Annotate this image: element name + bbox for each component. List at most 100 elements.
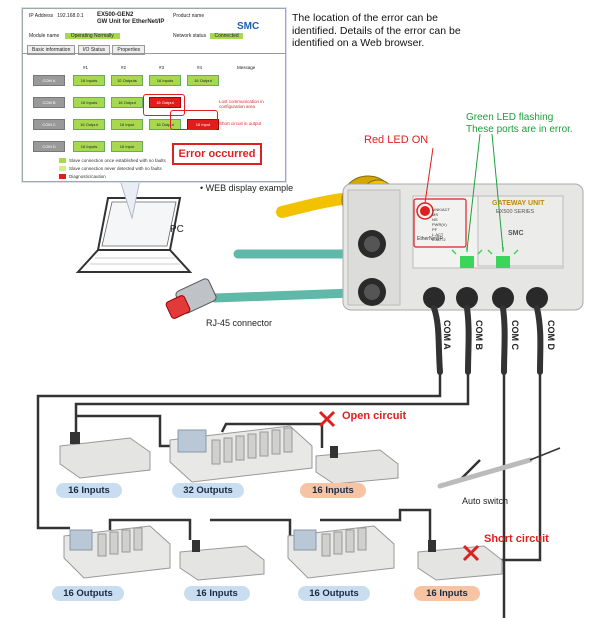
auto-switch-label: Auto switch [462,496,509,506]
module-name-value: Operating Normally [64,33,120,39]
status-cell: 16 Output [187,75,219,86]
status-cell: 16 Output [73,119,105,130]
laptop-icon [75,197,193,273]
status-cell: 16 Inputs [73,75,105,86]
led-label: PF [432,227,438,232]
green-led-pointer [466,133,481,251]
short-circuit-label: Short circuit [484,533,549,545]
led-label: NS [432,217,438,222]
com-label: COM B [33,97,65,108]
product-name: Product name [173,13,205,19]
module-badge-error: 16 Inputs [300,483,366,498]
red-led-highlight [413,198,467,248]
legend-text: Slave connection never detected with no … [69,166,162,171]
status-cell: 16 Inputs [149,75,181,86]
error-message: Short circuit in output [219,121,262,126]
com-label: COM C [33,119,65,130]
legend-item: Slave connection once established with n… [59,158,166,164]
gateway-logo: SMC [508,230,524,237]
smc-logo: SMC [237,21,260,32]
column-header: #1 [83,65,89,70]
ip-address: IP Address 192.168.0.1 [29,13,84,19]
led-label: L.ACT [432,232,444,237]
module-16-inputs-2 [179,540,265,581]
status-cell: 32 Outputs [111,75,143,86]
error-highlight [143,94,185,116]
module-16-inputs-open [315,446,399,485]
module-name-row: Module name Operating Normally [29,33,120,39]
module-name-label: Module name [29,33,60,39]
green-led-label: Green LED flashing These ports are in er… [466,112,573,136]
legend-item: Diagnostic/caution [59,174,106,180]
led-label-list: LINK/ACT MS NS PWR(V) PF L.ACT L.ACT2 [432,207,450,242]
tab-io-status[interactable]: I/O Status [77,45,110,55]
led-label: L.ACT2 [432,237,446,242]
module-badge: 32 Outputs [172,483,244,498]
module-badge: 16 Inputs [56,483,122,498]
network-wires [36,372,542,618]
module-16-outputs-1 [63,525,171,579]
column-header: #2 [121,65,127,70]
red-led-label: Red LED ON [364,134,429,146]
rj45-label: RJ-45 connector [206,318,273,328]
green-led-label-line2: These ports are in error. [466,124,573,135]
description-text: The location of the error can be identif… [292,12,461,49]
auto-switch-icon [437,447,561,489]
legend-item: Slave connection never detected with no … [59,166,162,172]
message-header: Message [237,65,256,70]
status-cell-error: 16 Output [149,97,181,108]
pc-label: PC [170,224,184,235]
open-circuit-label: Open circuit [342,410,407,422]
legend-text: Diagnostic/caution [69,174,106,179]
web-caption: • WEB display example [200,183,294,193]
led-label: LINK/ACT [432,207,451,212]
module-badge: 16 Outputs [298,586,370,601]
red-led [420,206,430,216]
com-port-label: COM C [510,320,520,350]
error-message: Lost communication in configuration area [219,99,264,109]
status-cell: 16 Input [111,119,143,130]
ip-value: 192.168.0.1 [57,13,84,19]
module-16-outputs-2 [287,525,395,579]
com-port-label: COM A [442,320,452,350]
short-circuit-x-icon [462,544,480,562]
column-header: #4 [197,65,203,70]
network-status-label: Network status [173,33,207,39]
led-label: PWR(V) [432,222,447,227]
module-16-inputs-1 [59,432,151,479]
legend-text: Slave connection once established with n… [69,158,166,163]
led-label: MS [432,212,438,217]
green-led-label-line1: Green LED flashing [466,112,554,123]
column-header: #3 [159,65,165,70]
web-tabs: Basic information I/O Status Properties [27,45,146,55]
com-label: COM A [33,75,65,86]
network-status-row: Network status Connected [173,33,243,39]
tab-basic-information[interactable]: Basic information [27,45,76,55]
gateway-title: GATEWAY UNIT [492,200,545,207]
com-port-label: COM D [546,320,556,350]
page-title: EX500-GEN2 GW Unit for EtherNet/IP [97,12,164,26]
status-cell: 16 Output [149,119,181,130]
open-circuit-x-icon [318,410,336,428]
ip-label: IP Address [29,13,54,19]
com-label: COM D [33,141,65,152]
rj45-connector-icon [165,278,217,319]
status-cell: 16 Output [111,97,143,108]
module-16-inputs-short [417,540,503,581]
module-badge: 16 Outputs [52,586,124,601]
title-line1: EX500-GEN2 [97,12,134,18]
status-cell: 16 Inputs [73,141,105,152]
com-cables [431,305,544,375]
com-port-label: COM B [474,320,484,350]
error-highlight [170,110,218,130]
power-cable [276,192,356,218]
status-cell: 16 Input [111,141,143,152]
module-badge-error: 16 Inputs [414,586,480,601]
network-status-value: Connected [210,33,243,39]
tab-properties[interactable]: Properties [112,45,146,55]
gateway-protocol: EtherNet/IP [417,236,443,242]
title-line2: GW Unit for EtherNet/IP [97,19,165,25]
web-display-window: IP Address 192.168.0.1 EX500-GEN2 GW Uni… [22,8,286,182]
module-32-outputs [169,425,313,483]
